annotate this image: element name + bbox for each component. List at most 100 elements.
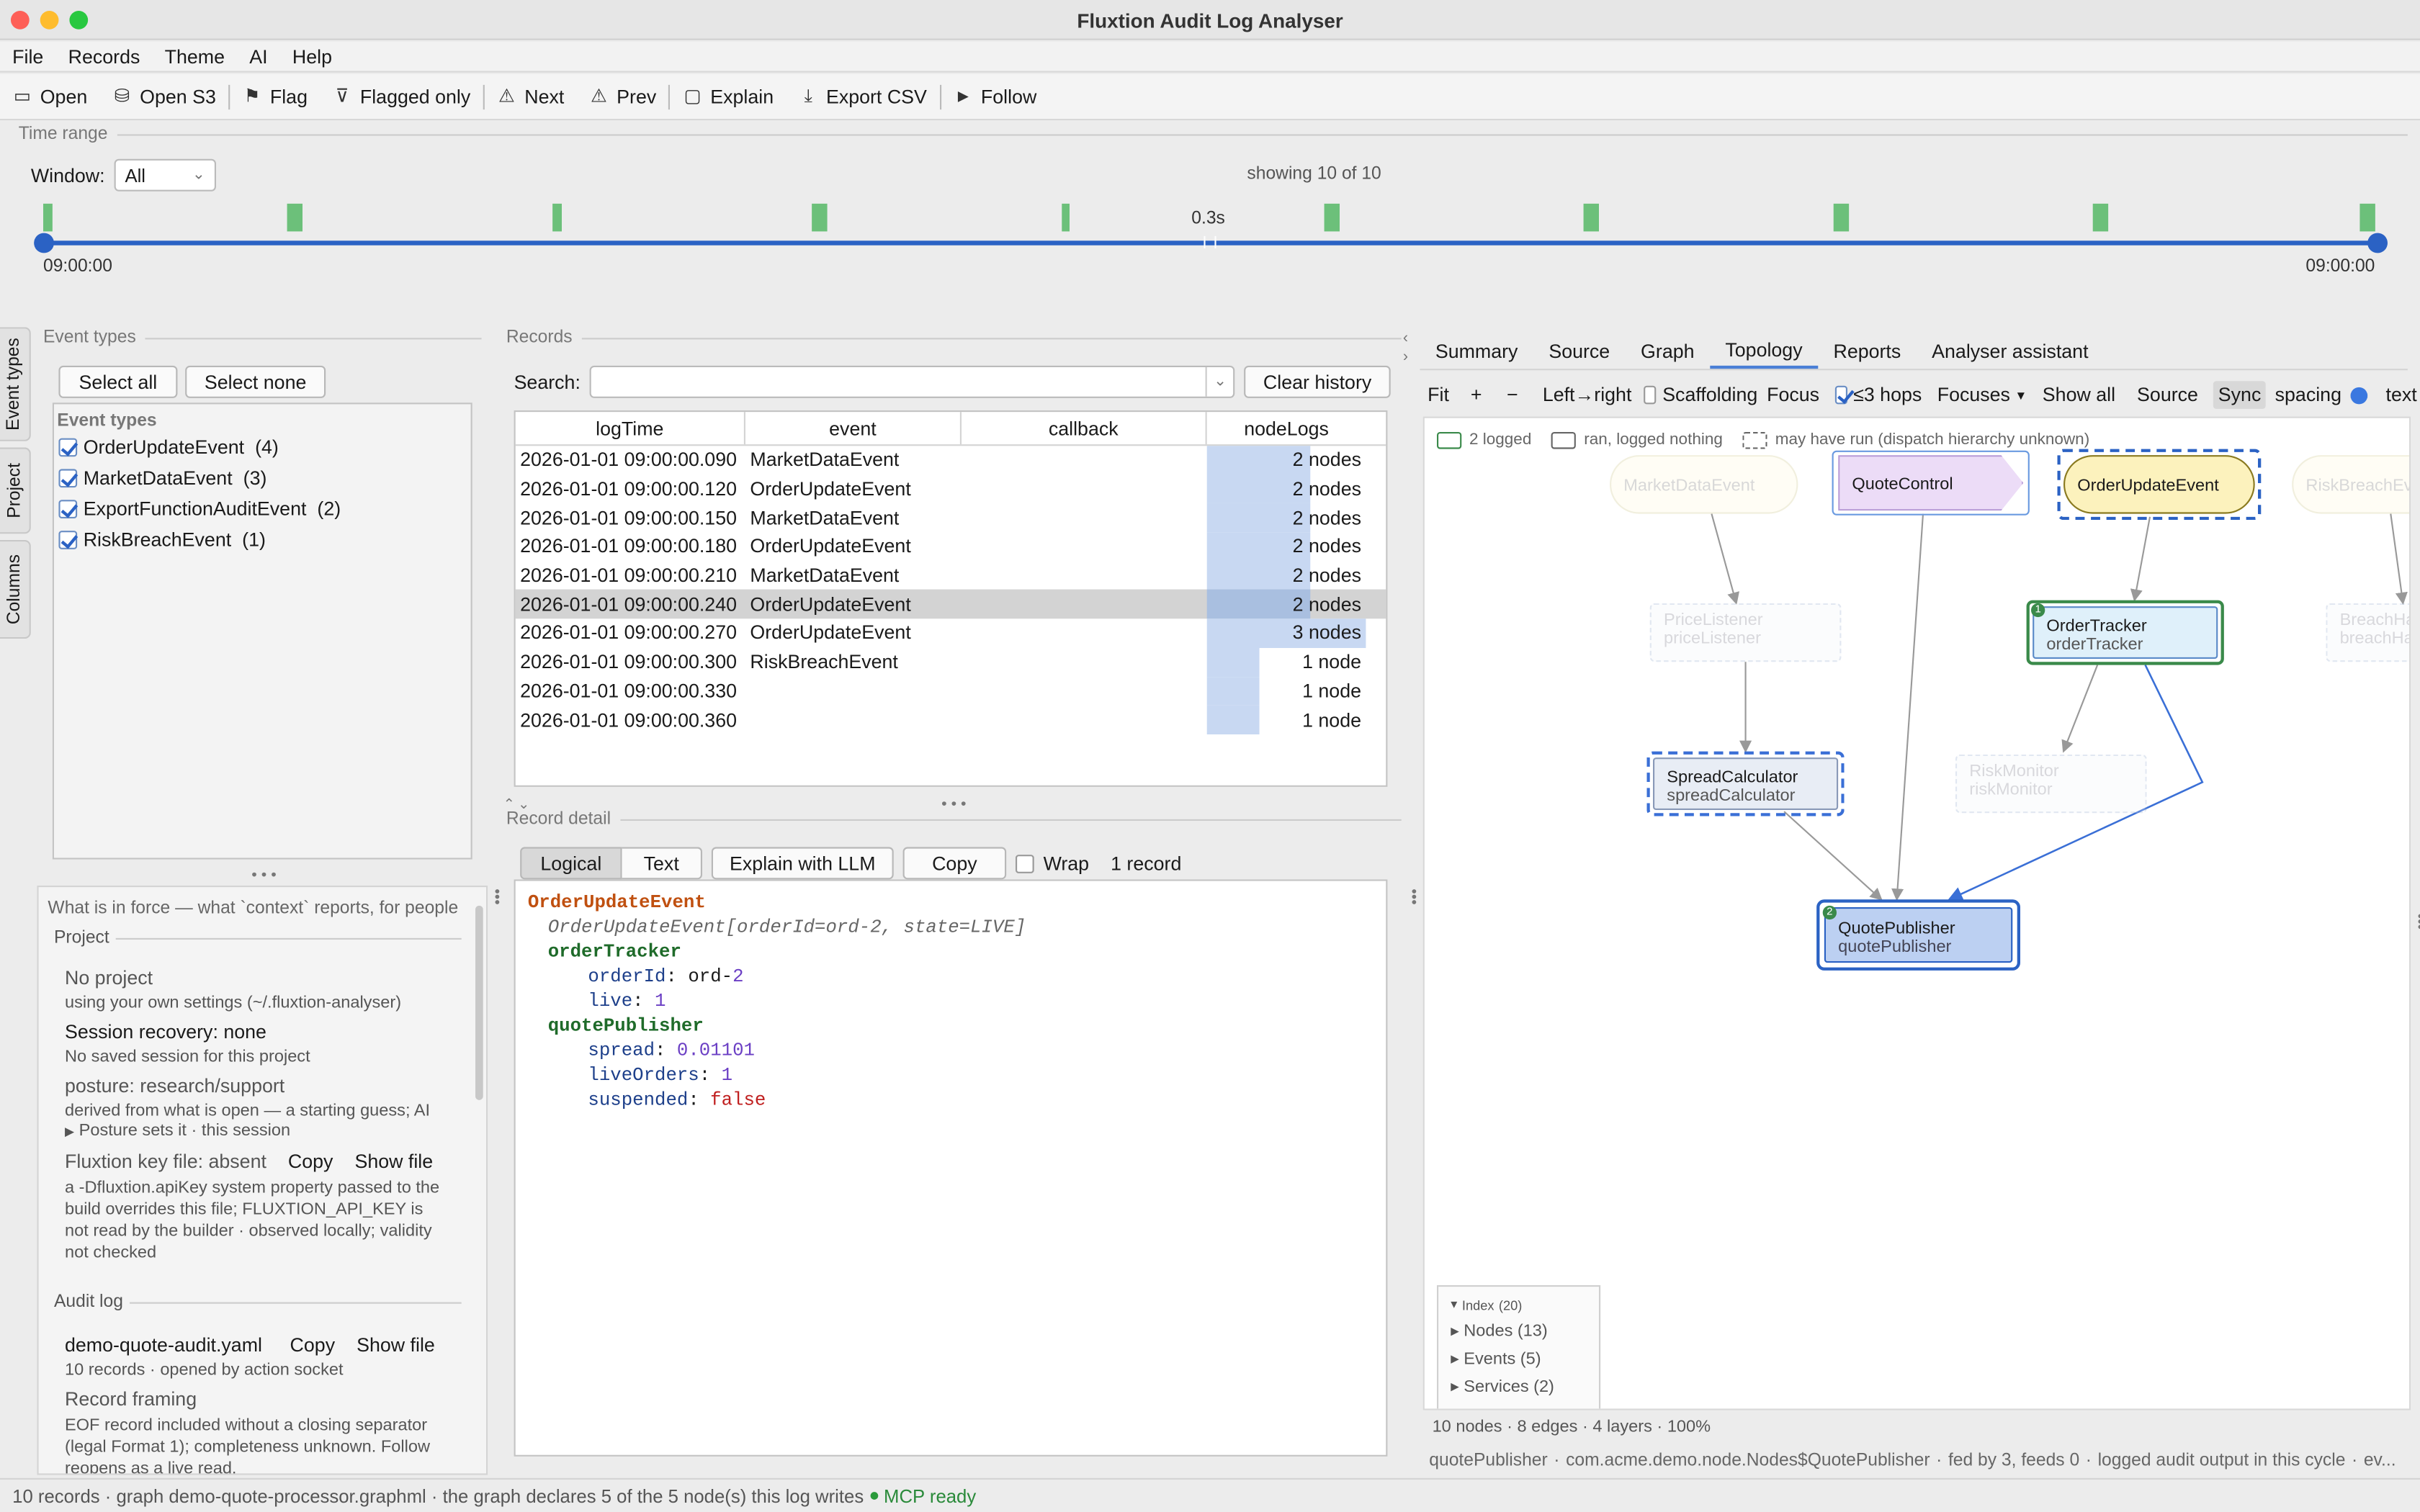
sync-toggle[interactable]: Sync (2213, 381, 2266, 409)
window-select[interactable]: All⌄ (114, 158, 216, 192)
flag-button[interactable]: ⚑Flag (230, 73, 320, 120)
node-order-update-event[interactable]: OrderUpdateEvent (2063, 455, 2255, 514)
index-nodes[interactable]: ▶Nodes(13) (1451, 1322, 1548, 1341)
event-type-item[interactable]: MarketDataEvent(3) (58, 467, 470, 489)
index-services[interactable]: ▶Services(2) (1451, 1377, 1554, 1397)
menu-help[interactable]: Help (292, 45, 333, 68)
explain-llm-button[interactable]: Explain with LLM (711, 847, 894, 880)
spacing-slider[interactable] (2350, 386, 2368, 404)
menu-file[interactable]: File (12, 45, 44, 68)
checkbox[interactable] (58, 531, 78, 549)
column-logtime[interactable]: logTime (516, 412, 745, 445)
flagged-only-button[interactable]: ⊽Flagged only (320, 73, 483, 120)
hops-checkbox[interactable] (1834, 385, 1847, 405)
export-csv-button[interactable]: ⤓Export CSV (786, 73, 939, 120)
checkbox[interactable] (58, 500, 78, 518)
maximize-window-button[interactable] (69, 11, 89, 30)
collapse-panel-toggle[interactable]: ‹› (1402, 330, 1409, 366)
tab-text[interactable]: Text (622, 847, 702, 880)
splitter-grip[interactable]: • • • (251, 867, 277, 884)
tab-graph[interactable]: Graph (1641, 340, 1695, 362)
splitter-grip[interactable]: • • • (941, 796, 967, 814)
node-risk-breach-event[interactable]: RiskBreachEve (2292, 455, 2409, 514)
tab-logical[interactable]: Logical (520, 847, 622, 880)
checkbox[interactable] (58, 469, 78, 488)
side-tab-columns[interactable]: Columns (0, 540, 31, 639)
focuses-dropdown[interactable]: Focuses (1937, 384, 2010, 406)
topology-canvas[interactable]: 2 logged ran, logged nothing may have ru… (1422, 416, 2411, 1410)
follow-button[interactable]: ▶Follow (941, 73, 1049, 120)
open-button[interactable]: ▭Open (13, 84, 88, 107)
collapse-toggle[interactable]: ⌃⌄ (503, 796, 530, 812)
tab-reports[interactable]: Reports (1833, 340, 1901, 362)
chevron-down-icon[interactable]: ⌄ (1205, 366, 1234, 397)
copy-button[interactable]: Copy (902, 847, 1007, 880)
menu-ai[interactable]: AI (249, 45, 268, 68)
search-input[interactable] (591, 366, 1193, 397)
source-button[interactable]: Source (2137, 384, 2198, 406)
timeline-tick[interactable] (1062, 203, 1070, 232)
focus-button[interactable]: Focus (1767, 384, 1820, 406)
column-event[interactable]: event (745, 412, 962, 445)
range-start-handle[interactable] (34, 233, 54, 253)
range-center-grip[interactable] (1204, 235, 1216, 248)
timeline-tick[interactable] (287, 203, 302, 232)
side-tab-event-types[interactable]: Event types (0, 327, 31, 441)
search-combo[interactable]: ⌄ (589, 365, 1235, 398)
node-breach-handler[interactable]: BreachHandbreachHand (2326, 603, 2409, 662)
copy-audit-button[interactable]: Copy (290, 1334, 336, 1356)
menu-theme[interactable]: Theme (164, 45, 225, 68)
column-callback[interactable]: callback (962, 412, 1207, 445)
zoom-out-button[interactable]: − (1506, 384, 1518, 406)
range-end-handle[interactable] (2367, 233, 2388, 253)
scaffolding-checkbox[interactable] (1644, 385, 1657, 405)
timeline-tick[interactable] (2092, 203, 2109, 232)
timeline-tick[interactable] (1324, 203, 1340, 232)
show-audit-file-button[interactable]: Show file (357, 1334, 435, 1356)
timeline-tick[interactable] (43, 203, 53, 232)
close-window-button[interactable] (11, 11, 30, 30)
explain-button[interactable]: ▢Explain (684, 84, 774, 107)
node-quote-control[interactable]: QuoteControl (1838, 455, 2024, 511)
event-type-item[interactable]: OrderUpdateEvent(4) (58, 436, 470, 458)
splitter-grip[interactable]: ••• (1404, 888, 1422, 905)
node-market-data-event[interactable]: MarketDataEvent (1610, 455, 1798, 514)
splitter-grip[interactable]: ••• (488, 888, 505, 905)
tab-summary[interactable]: Summary (1435, 340, 1518, 362)
prev-button[interactable]: ⚠Prev (576, 73, 668, 120)
fit-button[interactable]: Fit (1428, 384, 1449, 406)
checkbox[interactable] (58, 438, 78, 457)
show-all-button[interactable]: Show all (2042, 384, 2116, 406)
zoom-in-button[interactable]: + (1470, 384, 1482, 406)
wrap-checkbox[interactable] (1016, 854, 1034, 873)
select-none-button[interactable]: Select none (185, 365, 326, 398)
tab-analyser-assistant[interactable]: Analyser assistant (1932, 340, 2089, 362)
tab-topology[interactable]: Topology (1709, 334, 1819, 369)
menu-records[interactable]: Records (68, 45, 140, 68)
show-key-file-button[interactable]: Show file (354, 1151, 434, 1173)
chevron-right-icon[interactable]: ▶ (65, 1124, 75, 1138)
side-tab-project[interactable]: Project (0, 447, 31, 534)
column-nodelogs[interactable]: nodeLogs (1244, 417, 1329, 439)
timeline-tick[interactable] (2360, 203, 2375, 232)
timeline-tick[interactable] (1583, 203, 1599, 232)
copy-key-button[interactable]: Copy (287, 1151, 333, 1173)
event-type-item[interactable]: ExportFunctionAuditEvent(2) (58, 498, 470, 520)
caret-down-icon[interactable]: ▾ (1451, 1296, 1458, 1312)
timeline-tick[interactable] (1833, 203, 1850, 232)
open-s3-button[interactable]: ⛁Open S3 (99, 73, 228, 120)
splitter-grip[interactable]: ••• (2411, 913, 2420, 930)
clear-history-button[interactable]: Clear history (1244, 365, 1391, 398)
